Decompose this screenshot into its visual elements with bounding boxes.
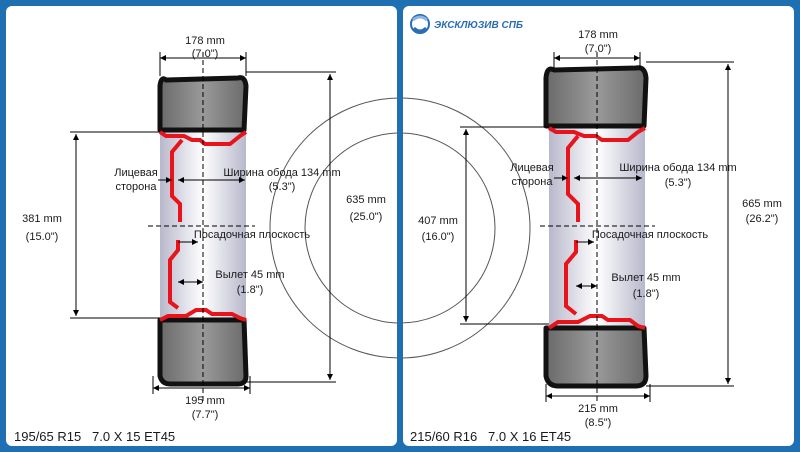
- left-outer-dia-mm: 635 mm: [346, 194, 386, 206]
- logo-text: ЭКСКЛЮЗИВ СПБ: [434, 20, 523, 31]
- left-bottom-width-in: (7.7"): [192, 409, 219, 421]
- left-top-width-in: (7.0"): [192, 48, 219, 60]
- right-face-label-1: Лицевая: [510, 162, 553, 174]
- left-face-label-1: Лицевая: [114, 167, 157, 179]
- right-offset-in: (1.8"): [633, 288, 660, 300]
- left-outer-dia-in: (25.0"): [350, 211, 383, 223]
- right-rim-top: [548, 126, 646, 142]
- left-rim-face-lower: [168, 240, 180, 310]
- right-rim-dia-in: (16.0"): [422, 231, 455, 243]
- right-rim-dia-mm: 407 mm: [418, 215, 458, 227]
- right-wheel: [540, 52, 655, 404]
- left-wheel: [148, 52, 255, 404]
- right-mount-plane-label: Посадочная плоскость: [592, 229, 709, 241]
- left-face-label-2: сторона: [116, 181, 158, 193]
- left-rim-width-label: Ширина обода 134 mm: [223, 167, 340, 179]
- right-rim-face-upper: [566, 134, 580, 222]
- right-rim-bottom: [547, 314, 646, 330]
- left-rim-dia-mm: 381 mm: [22, 213, 62, 225]
- right-outer-dia-mm: 665 mm: [742, 198, 782, 210]
- left-rim-top: [158, 130, 248, 146]
- left-caption: 195/65 R15 7.0 X 15 ET45: [14, 429, 175, 444]
- right-bottom-width-mm: 215 mm: [578, 403, 618, 415]
- right-face-label-2: сторона: [512, 176, 554, 188]
- right-caption: 215/60 R16 7.0 X 16 ET45: [410, 429, 571, 444]
- right-tire-bottom: [543, 325, 649, 389]
- exclusive-logo-icon: [410, 14, 430, 34]
- right-outer-dia-in: (26.2"): [746, 213, 779, 225]
- right-bottom-width-in: (8.5"): [585, 417, 612, 429]
- left-offset-in: (1.8"): [237, 284, 264, 296]
- left-rim-dia-in: (15.0"): [26, 231, 59, 243]
- right-top-width-in: (7.0"): [585, 43, 612, 55]
- left-rim-bottom: [159, 308, 247, 322]
- right-tire-top: [543, 65, 649, 129]
- left-rim-width-in: (5.3"): [269, 181, 296, 193]
- left-rim-face-upper: [170, 138, 184, 222]
- panel-gap: [397, 6, 403, 446]
- right-rim-face-lower: [564, 240, 578, 316]
- right-top-width-mm: 178 mm: [578, 29, 618, 41]
- left-mount-plane-label: Посадочная плоскость: [194, 229, 311, 241]
- left-top-width-mm: 178 mm: [185, 35, 225, 47]
- left-offset-label: Вылет 45 mm: [215, 269, 284, 281]
- right-rim-width-in: (5.3"): [665, 177, 692, 189]
- left-bottom-width-mm: 195 mm: [185, 395, 225, 407]
- right-rim-width-label: Ширина обода 134 mm: [619, 162, 736, 174]
- right-offset-label: Вылет 45 mm: [611, 272, 680, 284]
